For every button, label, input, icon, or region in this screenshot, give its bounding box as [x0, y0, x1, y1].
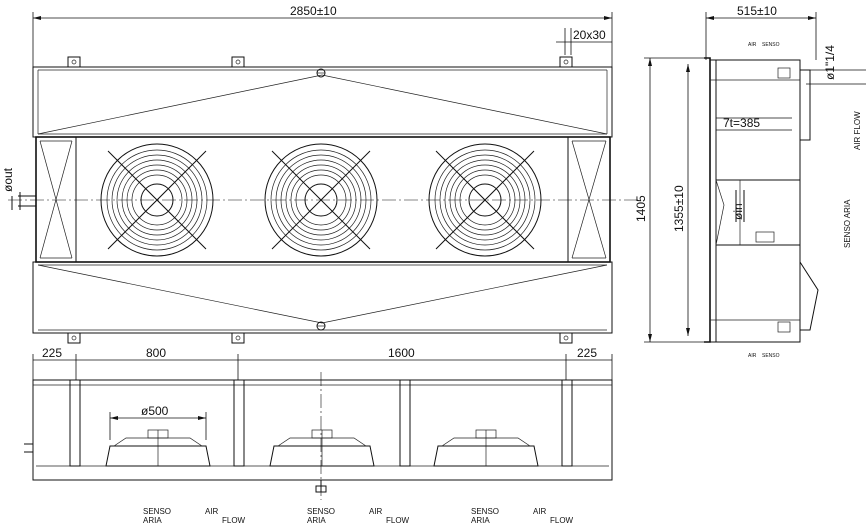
fan-2	[264, 143, 378, 257]
flow-label-1: FLOW	[222, 516, 246, 525]
elevation-view: 225 800 1600 225 ø500	[24, 346, 613, 525]
height-inner-label: 1355±10	[672, 185, 686, 232]
callout-bottom-air: AIR	[748, 353, 757, 359]
seg-right-label: 225	[577, 346, 597, 360]
seg-left-label: 225	[42, 346, 62, 360]
in-pipe-label: øin	[731, 203, 745, 220]
side-view: 515±10 ø1"1/4 1405 1355±10 7t=385	[634, 4, 866, 359]
callout-bottom-senso: SENSO	[762, 353, 780, 359]
connection-size-label: ø1"1/4	[823, 45, 837, 80]
seg-mid-a-label: 800	[146, 346, 166, 360]
flow-label-2: FLOW	[386, 516, 410, 525]
callout-top-air: AIR	[748, 42, 757, 48]
side-air-flow-label: AIR FLOW	[853, 111, 862, 150]
fan-1	[100, 143, 214, 257]
elev-fan-1	[105, 429, 211, 467]
callout-top-senso: SENSO	[762, 42, 780, 48]
fan-diameter-label: ø500	[141, 404, 169, 418]
aria-label-2: ARIA	[307, 516, 326, 525]
side-width-label: 515±10	[737, 4, 777, 18]
bracket-size-label: 20x30	[573, 28, 606, 42]
air-label-1: AIR	[205, 507, 219, 516]
front-view: 2850±10 20x30	[1, 4, 640, 344]
air-label-2: AIR	[369, 507, 383, 516]
height-total-label: 1405	[634, 195, 648, 222]
elev-fan-2	[269, 429, 375, 467]
senso-label-3: SENSO	[471, 507, 499, 516]
aria-label-1: ARIA	[143, 516, 162, 525]
fan-3	[428, 143, 542, 257]
air-label-3: AIR	[533, 507, 547, 516]
flow-label-3: FLOW	[550, 516, 574, 525]
overall-length-label: 2850±10	[290, 4, 337, 18]
side-senso-aria-label: SENSO ARIA	[843, 199, 852, 248]
aria-label-3: ARIA	[471, 516, 490, 525]
fin-note-label: 7t=385	[723, 116, 760, 130]
seg-mid-b-label: 1600	[388, 346, 415, 360]
senso-label-2: SENSO	[307, 507, 335, 516]
elev-fan-3	[433, 429, 539, 467]
senso-label-1: SENSO	[143, 507, 171, 516]
out-pipe-label: øout	[1, 167, 15, 192]
